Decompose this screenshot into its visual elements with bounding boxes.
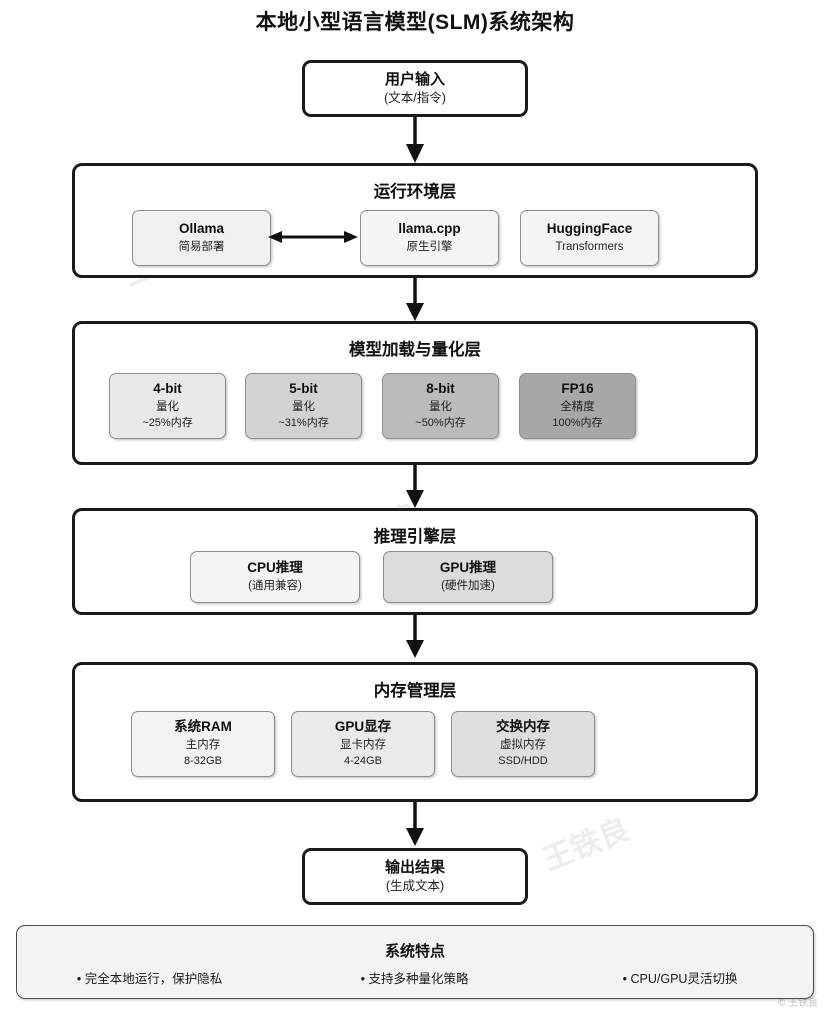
card-quant-fp16-title: FP16: [561, 380, 594, 396]
node-user-input-subtitle: (文本/指令): [384, 90, 446, 105]
card-swap-memory-sub: 虚拟内存: [500, 739, 546, 752]
system-feature-item: • 完全本地运行，保护隐私: [76, 972, 223, 986]
card-quant-8bit-title: 8-bit: [426, 380, 455, 396]
watermark: 王铁良: [538, 813, 635, 878]
card-quant-5bit-memory: ~31%内存: [278, 417, 329, 430]
arrow-runtime-to-quantization: [406, 278, 424, 321]
card-cpu-inference[interactable]: CPU推理 (通用兼容): [190, 551, 360, 603]
card-cpu-inference-title: CPU推理: [247, 559, 303, 575]
node-output-result[interactable]: 输出结果 (生成文本): [302, 848, 528, 905]
card-system-ram-sub: 主内存: [185, 739, 221, 752]
arrow-memory-to-output: [406, 802, 424, 846]
card-cpu-inference-sub: (通用兼容): [248, 580, 302, 593]
card-system-ram-capacity: 8-32GB: [184, 755, 222, 768]
card-swap-memory-title: 交换内存: [496, 718, 550, 734]
arrow-quantization-to-inference: [406, 465, 424, 508]
card-quant-fp16-memory: 100%内存: [552, 417, 603, 430]
arrow-inference-to-memory: [406, 615, 424, 658]
card-quant-5bit-sub: 量化: [292, 401, 315, 414]
card-system-ram-title: 系统RAM: [174, 718, 232, 734]
arrow-input-to-runtime: [406, 117, 424, 163]
node-output-result-subtitle: (生成文本): [385, 878, 445, 893]
layer-inference-engine-title: 推理引擎层: [373, 528, 457, 546]
card-quant-fp16-sub: 全精度: [560, 401, 595, 414]
card-huggingface-sub: Transformers: [555, 241, 624, 254]
card-ollama-title: Ollama: [178, 220, 225, 236]
system-features-title: 系统特点: [384, 943, 445, 960]
layer-memory-management-title: 内存管理层: [373, 682, 457, 700]
card-gpu-inference-sub: (硬件加速): [441, 580, 495, 593]
node-output-result-title: 输出结果: [384, 859, 445, 876]
card-huggingface[interactable]: HuggingFace Transformers: [520, 210, 659, 266]
card-gpu-vram-capacity: 4-24GB: [344, 755, 382, 768]
card-ollama-sub: 简易部署: [178, 241, 225, 254]
system-features-list: • 完全本地运行，保护隐私 • 支持多种量化策略 • CPU/GPU灵活切换: [17, 968, 813, 987]
page-title: 本地小型语言模型(SLM)系统架构: [255, 11, 575, 34]
card-gpu-inference-title: GPU推理: [439, 559, 497, 575]
card-llama-cpp-sub: 原生引擎: [406, 241, 453, 254]
card-quant-8bit[interactable]: 8-bit 量化 ~50%内存: [382, 373, 499, 439]
layer-model-loading-quantization-title: 模型加载与量化层: [349, 341, 481, 359]
node-user-input[interactable]: 用户输入 (文本/指令): [302, 60, 528, 117]
layer-memory-management: 内存管理层 系统RAM 主内存 8-32GB GPU显存 显卡内存 4-24GB…: [72, 662, 758, 802]
card-swap-memory-capacity: SSD/HDD: [498, 755, 548, 768]
card-quant-4bit-title: 4-bit: [153, 380, 182, 396]
layer-inference-engine: 推理引擎层 CPU推理 (通用兼容) GPU推理 (硬件加速): [72, 508, 758, 615]
card-system-ram[interactable]: 系统RAM 主内存 8-32GB: [131, 711, 275, 777]
card-quant-fp16[interactable]: FP16 全精度 100%内存: [519, 373, 636, 439]
card-huggingface-title: HuggingFace: [546, 220, 633, 236]
card-llama-cpp[interactable]: llama.cpp 原生引擎: [360, 210, 499, 266]
card-quant-4bit-sub: 量化: [156, 401, 179, 414]
card-quant-8bit-sub: 量化: [429, 401, 452, 414]
arrow-ollama-llamacpp-bidirectional: [268, 231, 358, 243]
card-quant-5bit[interactable]: 5-bit 量化 ~31%内存: [245, 373, 362, 439]
layer-model-loading-quantization: 模型加载与量化层 4-bit 量化 ~25%内存 5-bit 量化 ~31%内存…: [72, 321, 758, 465]
node-user-input-title: 用户输入: [384, 71, 445, 88]
card-gpu-inference[interactable]: GPU推理 (硬件加速): [383, 551, 553, 603]
card-quant-4bit[interactable]: 4-bit 量化 ~25%内存: [109, 373, 226, 439]
card-gpu-vram[interactable]: GPU显存 显卡内存 4-24GB: [291, 711, 435, 777]
card-gpu-vram-sub: 显卡内存: [340, 739, 386, 752]
layer-runtime-environment-title: 运行环境层: [373, 183, 457, 201]
card-ollama[interactable]: Ollama 简易部署: [132, 210, 271, 266]
card-quant-4bit-memory: ~25%内存: [142, 417, 193, 430]
card-quant-8bit-memory: ~50%内存: [415, 417, 466, 430]
card-swap-memory[interactable]: 交换内存 虚拟内存 SSD/HDD: [451, 711, 595, 777]
card-quant-5bit-title: 5-bit: [289, 380, 318, 396]
card-gpu-vram-title: GPU显存: [334, 718, 392, 734]
system-feature-item: • CPU/GPU灵活切换: [622, 972, 738, 986]
system-feature-item: • 支持多种量化策略: [360, 972, 469, 986]
system-features-panel: 系统特点 • 完全本地运行，保护隐私 • 支持多种量化策略 • CPU/GPU灵…: [16, 925, 814, 999]
card-llama-cpp-title: llama.cpp: [398, 220, 461, 236]
layer-runtime-environment: 运行环境层 Ollama 简易部署 llama.cpp 原生引擎 Hugging…: [72, 163, 758, 278]
watermark-corner: © 王铁良: [777, 998, 818, 1009]
